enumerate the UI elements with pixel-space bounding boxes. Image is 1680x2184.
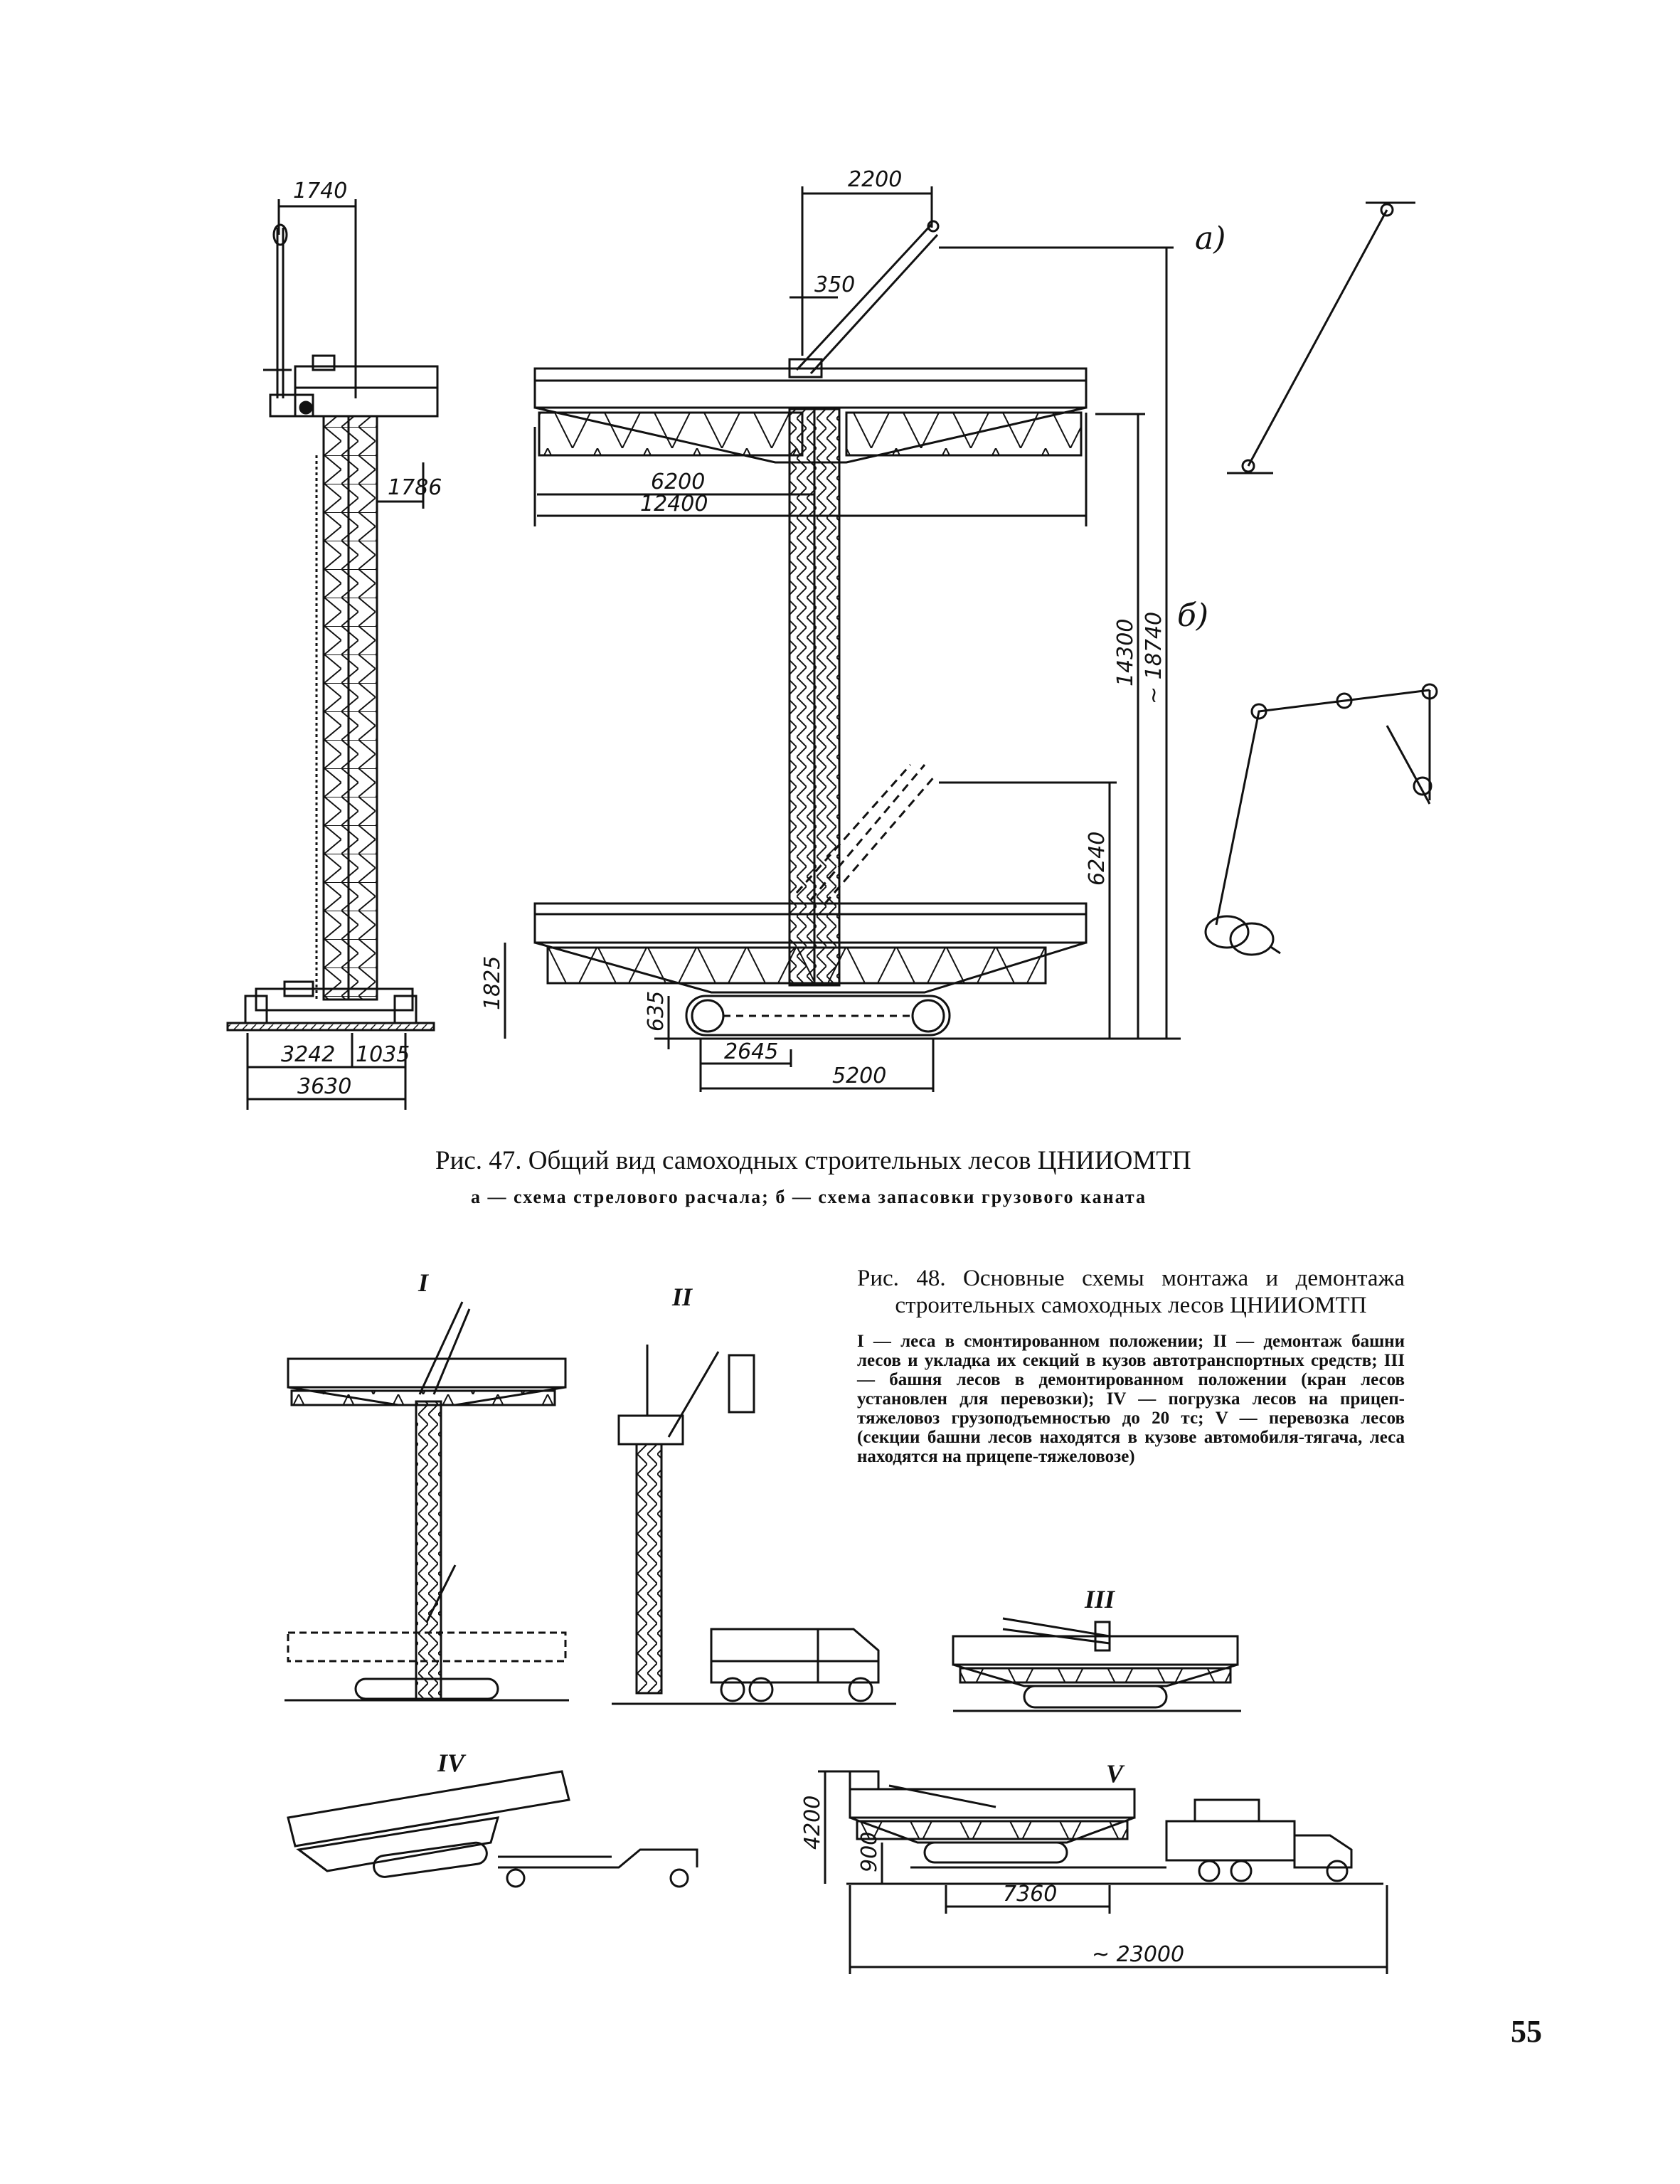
- scheme-a-label: a): [1195, 221, 1226, 257]
- figure48-caption: Рис. 48. Основные схемы монтажа и демонт…: [857, 1265, 1405, 1466]
- dim-14300: 14300: [1113, 619, 1138, 687]
- fig48-scheme-IV: [287, 1770, 698, 1888]
- fig48-scheme-V: [818, 1770, 1388, 1974]
- scheme-III-label: III: [1084, 1585, 1116, 1613]
- fig48-scheme-III: [952, 1617, 1241, 1712]
- scheme-II-label: II: [671, 1283, 693, 1311]
- scheme-V-label: V: [1106, 1759, 1125, 1788]
- dim-2200: 2200: [848, 167, 902, 192]
- dim-350: 350: [814, 272, 855, 297]
- fig48-scheme-II: [612, 1345, 896, 1705]
- fig48-scheme-I: [285, 1301, 569, 1702]
- page-number: 55: [1511, 2014, 1542, 2049]
- scheme-b-label: б): [1177, 598, 1208, 634]
- figure48-caption-body: I — леса в смонтированном положении; II …: [857, 1332, 1405, 1466]
- dim-4200: 4200: [800, 1796, 825, 1850]
- dim-2645: 2645: [724, 1039, 778, 1064]
- dim-1035: 1035: [356, 1042, 410, 1067]
- fig47-side-view: [226, 199, 439, 1110]
- dim-23000: ~ 23000: [1092, 1942, 1184, 1967]
- dim-7360: 7360: [1003, 1882, 1057, 1907]
- scheme-IV-label: IV: [437, 1749, 467, 1777]
- dim-635: 635: [644, 991, 669, 1032]
- dim-900: 900: [857, 1832, 882, 1872]
- dim-5200: 5200: [832, 1064, 886, 1088]
- dim-6240: 6240: [1085, 832, 1110, 886]
- figure47-caption-subtitle: а — схема стрелового расчала; б — схема …: [471, 1187, 1147, 1207]
- dim-6200: 6200: [651, 470, 705, 494]
- figure48-caption-title: Рис. 48. Основные схемы монтажа и демонт…: [857, 1266, 1405, 1318]
- dim-1786: 1786: [388, 475, 442, 500]
- dim-3242: 3242: [281, 1042, 335, 1067]
- dim-3630: 3630: [297, 1074, 351, 1099]
- dim-12400: 12400: [640, 492, 708, 516]
- dim-1825: 1825: [480, 956, 505, 1010]
- dim-18740: ~ 18740: [1142, 612, 1166, 704]
- scheme-I-label: I: [418, 1268, 430, 1297]
- fig47-schemes: [1204, 201, 1438, 956]
- dim-1740: 1740: [293, 179, 347, 203]
- figure47-caption: Рис. 47. Общий вид самоходных строительн…: [435, 1146, 1191, 1175]
- fig47-front-view: [504, 186, 1181, 1092]
